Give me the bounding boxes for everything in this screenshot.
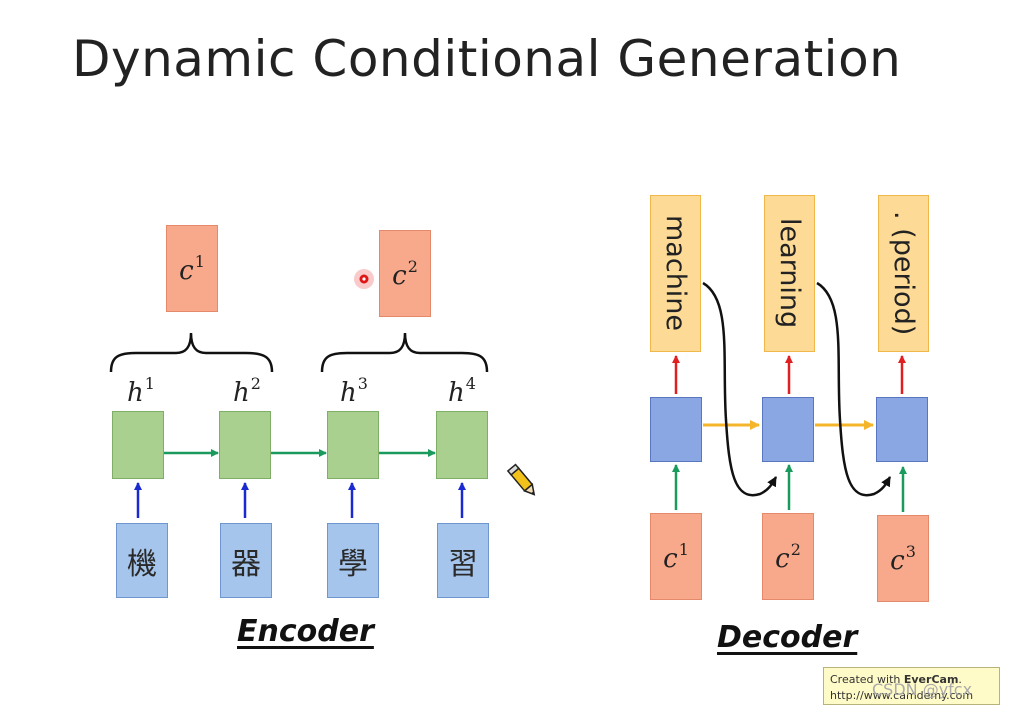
decoder-hidden-box-3: [876, 397, 928, 462]
encoder-context-c1: c1: [166, 225, 218, 312]
decoder-hidden-box-2: [762, 397, 814, 462]
hidden-label-h3: h3: [340, 374, 368, 408]
page-title: Dynamic Conditional Generation: [72, 30, 902, 88]
csdn-watermark: CSDN @yfcx: [872, 680, 973, 699]
decoder-context-c1: c1: [650, 513, 702, 600]
encoder-hidden-box-3: [327, 411, 379, 479]
feedback-curve-1: [702, 281, 778, 497]
encoder-input-1: 機: [116, 523, 168, 598]
hidden-label-h4: h4: [448, 374, 476, 408]
encoder-caption: Encoder: [237, 614, 374, 649]
encoder-hidden-box-2: [219, 411, 271, 479]
brace-right: [320, 332, 489, 373]
encoder-input-2: 器: [220, 523, 272, 598]
pencil-cursor-icon: [506, 463, 536, 496]
hidden-label-h1: h1: [127, 374, 155, 408]
decoder-context-c2: c2: [762, 513, 814, 600]
hidden-label-h2: h2: [233, 374, 261, 408]
decoder-caption: Decoder: [717, 620, 858, 655]
decoder-context-c3: c3: [877, 515, 929, 602]
encoder-context-c2: c2: [379, 230, 431, 317]
feedback-curve-2: [816, 281, 892, 497]
decoder-output-3: . (period): [878, 195, 929, 352]
encoder-hidden-box-1: [112, 411, 164, 479]
encoder-input-3: 學: [327, 523, 379, 598]
brace-left: [109, 332, 274, 373]
decoder-hidden-box-1: [650, 397, 702, 462]
evercam-watermark: Created with EverCam. http://www.camdemy…: [823, 667, 1000, 705]
encoder-hidden-box-4: [436, 411, 488, 479]
decoder-output-1: machine: [650, 195, 701, 352]
decoder-output-2: learning: [764, 195, 815, 352]
encoder-input-4: 習: [437, 523, 489, 598]
